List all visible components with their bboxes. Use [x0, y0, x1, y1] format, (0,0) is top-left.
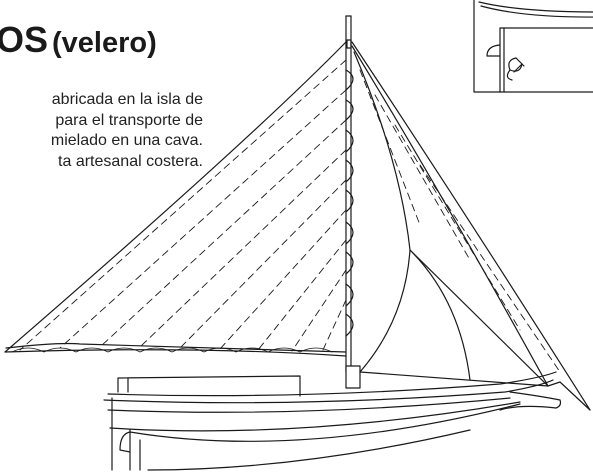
propeller-icon [506, 57, 523, 81]
inset-hull-line [478, 1, 593, 13]
stern [111, 397, 131, 471]
boom-line [4, 349, 347, 357]
keel-line [147, 429, 471, 471]
mainsail [4, 41, 354, 357]
mainsail-seams [19, 59, 347, 353]
propeller-icon [513, 57, 525, 73]
inset-frame [473, 0, 593, 93]
jib-seams [359, 69, 561, 373]
description-line: para el transporte de [55, 111, 203, 129]
description-line: mielado en una cava. [50, 132, 203, 149]
mast-step [345, 365, 361, 389]
title-subtitle: (velero) [52, 27, 157, 59]
cabin [117, 375, 301, 397]
description-line: abricada en la isla de [51, 91, 203, 108]
bow [499, 391, 562, 411]
mast-hoops [345, 69, 354, 337]
gaff-line [4, 41, 347, 353]
title-main: OS [0, 19, 49, 60]
forestay [351, 41, 591, 411]
rudder [119, 431, 131, 453]
description-line: ta artesanal costera. [58, 152, 203, 170]
hull [103, 371, 562, 471]
inset-hull-line [480, 5, 593, 18]
inset-detail [473, 0, 593, 93]
page-title: OS(velero) [0, 22, 157, 58]
sheer-line [107, 371, 557, 397]
inset-rudder [486, 44, 501, 57]
jib-sail [351, 41, 591, 411]
description: abricada en la isla de para el transport… [51, 90, 203, 172]
staysail-edge [353, 51, 411, 373]
